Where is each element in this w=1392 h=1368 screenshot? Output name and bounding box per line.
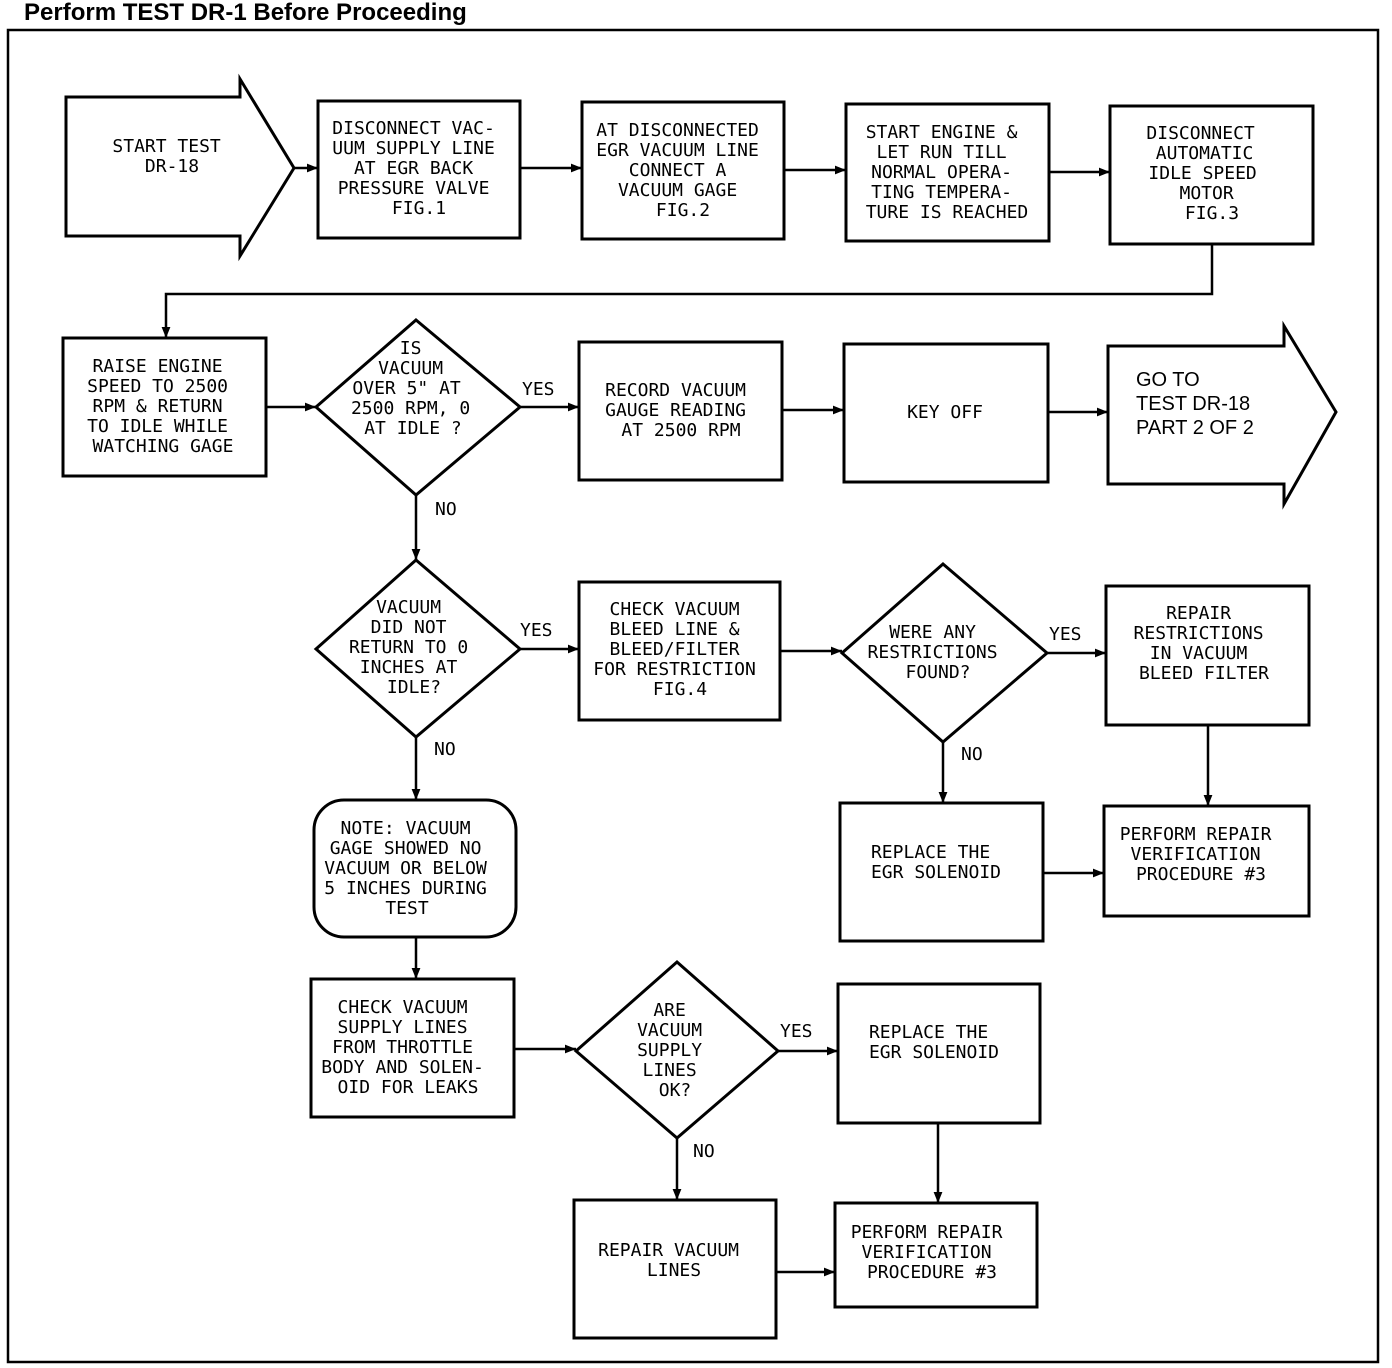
edge-motor-raise [161, 244, 1214, 338]
did-not-return-label: VACUUM DID NOT RETURN TO 0 INCHES AT IDL… [349, 597, 479, 698]
note-shape [312, 798, 518, 939]
edge-label-is-vacuum-no: NO [435, 499, 457, 520]
record-vacuum-shape [577, 340, 784, 482]
edge-label-did-not-return-no: NO [434, 739, 456, 760]
key-off-shape [842, 342, 1050, 484]
page-title: Perform TEST DR-1 Before Proceeding [24, 0, 467, 26]
disconnect-motor-shape [1108, 104, 1315, 246]
were-restrictions-label: WERE ANY RESTRICTIONS FOUND? [868, 622, 1009, 683]
replace-solenoid-2-shape [836, 982, 1042, 1125]
edge-labels: YES NO YES NO YES NO YES NO [434, 379, 1082, 1162]
check-bleed-label: CHECK VACUUM BLEED LINE & BLEED/FILTER F… [593, 599, 766, 700]
edge-label-are-lines-ok-yes: YES [780, 1021, 813, 1042]
replace-solenoid-2-label: REPLACE THE EGR SOLENOID [869, 1022, 999, 1063]
is-vacuum-label: IS VACUUM OVER 5" AT 2500 RPM, 0 AT IDLE… [351, 338, 481, 439]
verify-1-label: PERFORM REPAIR VERIFICATION PROCEDURE #3 [1120, 824, 1283, 885]
connect-gage-shape [580, 100, 786, 241]
were-restrictions-shape [839, 562, 1050, 744]
goto-arrow-shape [1106, 320, 1338, 510]
record-vacuum-label: RECORD VACUUM GAUGE READING AT 2500 RPM [605, 380, 757, 441]
edge-label-are-lines-ok-no: NO [693, 1141, 715, 1162]
start-arrow-shape [64, 73, 296, 262]
did-not-return-shape [313, 558, 523, 739]
note-label: NOTE: VACUUM GAGE SHOWED NO VACUUM OR BE… [324, 818, 497, 919]
outer-frame [6, 28, 1380, 1364]
verify-2-label: PERFORM REPAIR VERIFICATION PROCEDURE #3 [851, 1222, 1014, 1283]
verify-1-shape [1102, 804, 1311, 918]
disconnect-motor-label: DISCONNECT AUTOMATIC IDLE SPEED MOTOR FI… [1146, 123, 1267, 224]
check-supply-shape [309, 977, 516, 1119]
verify-2-shape [833, 1201, 1039, 1309]
repair-restrictions-shape [1104, 584, 1311, 727]
start-engine-label: START ENGINE & LET RUN TILL NORMAL OPERA… [866, 122, 1029, 223]
start-engine-shape [844, 102, 1051, 243]
edge-label-did-not-return-yes: YES [520, 620, 553, 641]
edge-label-is-vacuum-yes: YES [522, 379, 555, 400]
repair-lines-shape [572, 1198, 778, 1340]
check-supply-label: CHECK VACUUM SUPPLY LINES FROM THROTTLE … [321, 997, 494, 1098]
goto-label: GO TO TEST DR-18 PART 2 OF 2 [1136, 369, 1256, 439]
node-labels: START TEST DR-18 DISCONNECT VAC- UUM SUP… [87, 118, 1283, 1283]
are-lines-ok-label: ARE VACUUM SUPPLY LINES OK? [637, 1000, 713, 1101]
disconnect-supply-shape [316, 99, 522, 240]
is-vacuum-shape [313, 318, 523, 497]
check-bleed-shape [577, 580, 782, 722]
are-lines-ok-shape [573, 960, 781, 1140]
disconnect-supply-label: DISCONNECT VAC- UUM SUPPLY LINE AT EGR B… [332, 118, 505, 219]
repair-lines-label: REPAIR VACUUM LINES [598, 1240, 750, 1281]
connect-gage-label: AT DISCONNECTED EGR VACUUM LINE CONNECT … [596, 120, 769, 221]
raise-speed-shape [61, 336, 268, 478]
replace-solenoid-1-label: REPLACE THE EGR SOLENOID [871, 842, 1001, 883]
edge-label-were-restrictions-yes: YES [1049, 624, 1082, 645]
shapes [61, 73, 1338, 1340]
replace-solenoid-1-shape [838, 801, 1045, 943]
key-off-label: KEY OFF [907, 402, 983, 423]
start-label: START TEST DR-18 [112, 136, 231, 177]
repair-restrictions-label: REPAIR RESTRICTIONS IN VACUUM BLEED FILT… [1134, 603, 1275, 684]
edge-label-were-restrictions-no: NO [961, 744, 983, 765]
connectors [161, 163, 1214, 1277]
raise-speed-label: RAISE ENGINE SPEED TO 2500 RPM & RETURN … [87, 356, 239, 457]
